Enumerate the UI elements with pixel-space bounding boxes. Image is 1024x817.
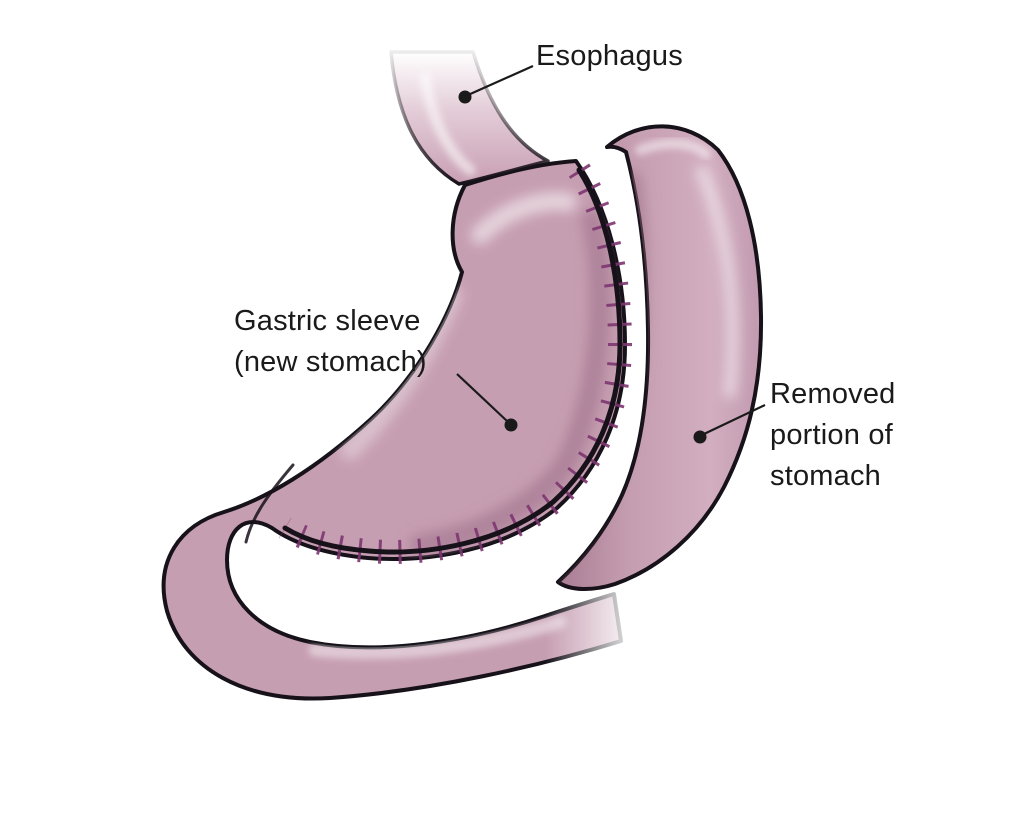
- gastric-sleeve-leader-line: [456, 373, 508, 422]
- staple-line: [282, 167, 623, 555]
- label-esophagus: Esophagus: [536, 36, 683, 77]
- label-removed-portion-line3: stomach: [770, 460, 881, 492]
- removed-right-highlight: [695, 165, 740, 399]
- removed-portion-leader-line: [703, 404, 766, 435]
- esophagus-leader-dot: [458, 90, 472, 104]
- esophagus-leader-line: [467, 64, 534, 97]
- removed-portion-leader-dot: [693, 430, 707, 444]
- esophagus-shading: [419, 72, 476, 176]
- label-gastric-sleeve-line1: Gastric sleeve: [234, 305, 421, 337]
- leader-dots: [458, 90, 707, 444]
- label-gastric-sleeve-line2: (new stomach): [234, 346, 427, 378]
- sleeve-fold-line: [244, 463, 295, 544]
- sleeve-inner-shadow: [409, 209, 612, 556]
- label-esophagus-text: Esophagus: [536, 40, 683, 72]
- label-removed-portion: Removed portion of stomach: [770, 374, 896, 497]
- removed-top-highlight: [635, 138, 711, 159]
- leader-lines: [456, 64, 766, 435]
- sleeve-top-highlight: [471, 192, 577, 244]
- label-removed-portion-line2: portion of: [770, 419, 893, 451]
- esophagus-highlight: [419, 72, 476, 176]
- gastric-sleeve-leader-dot: [504, 418, 518, 432]
- label-gastric-sleeve: Gastric sleeve (new stomach): [234, 301, 427, 383]
- label-removed-portion-line1: Removed: [770, 378, 896, 410]
- duodenum-highlight: [308, 615, 567, 659]
